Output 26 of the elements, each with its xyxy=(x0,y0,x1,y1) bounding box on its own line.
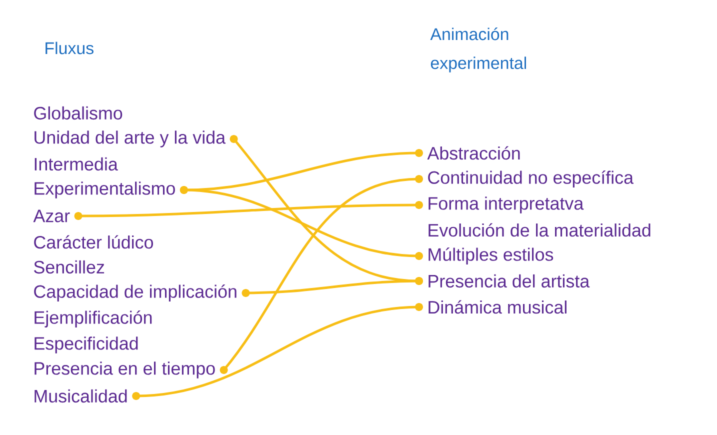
list-item: Azar xyxy=(33,210,70,222)
list-item: Múltiples estilos xyxy=(428,248,554,264)
list-item: Carácter lúdico xyxy=(34,235,154,249)
list-item: Presencia en el tiempo xyxy=(34,362,215,378)
list-item: Experimentalismo xyxy=(34,182,175,198)
list-item: Especificidad xyxy=(34,336,138,354)
list-item: Evolución de la materialidad xyxy=(428,223,650,237)
connector-line xyxy=(132,303,423,400)
list-item: Intermedia xyxy=(34,157,118,171)
list-item: Dinámica musical xyxy=(428,300,566,314)
list-item: Abstracción xyxy=(427,146,520,160)
list-item: Ejemplificación xyxy=(34,310,152,328)
list-item: Presencia del artista xyxy=(428,274,590,288)
connector-line xyxy=(180,186,423,260)
column-heading: Fluxus xyxy=(46,42,94,54)
list-item: Forma interpretatva xyxy=(428,196,584,214)
list-item: Continuidad no específica xyxy=(428,170,634,188)
connector-line xyxy=(242,277,423,297)
connector-line xyxy=(220,175,423,374)
list-item: Globalismo xyxy=(34,106,122,120)
list-item: Capacidad de implicación xyxy=(34,284,236,302)
connector-line xyxy=(74,201,423,220)
list-item: Sencillez xyxy=(34,260,104,274)
list-item: Musicalidad xyxy=(34,389,127,403)
column-heading: Animación experimental xyxy=(430,28,526,72)
list-item: Unidad del arte y la vida xyxy=(34,130,226,148)
